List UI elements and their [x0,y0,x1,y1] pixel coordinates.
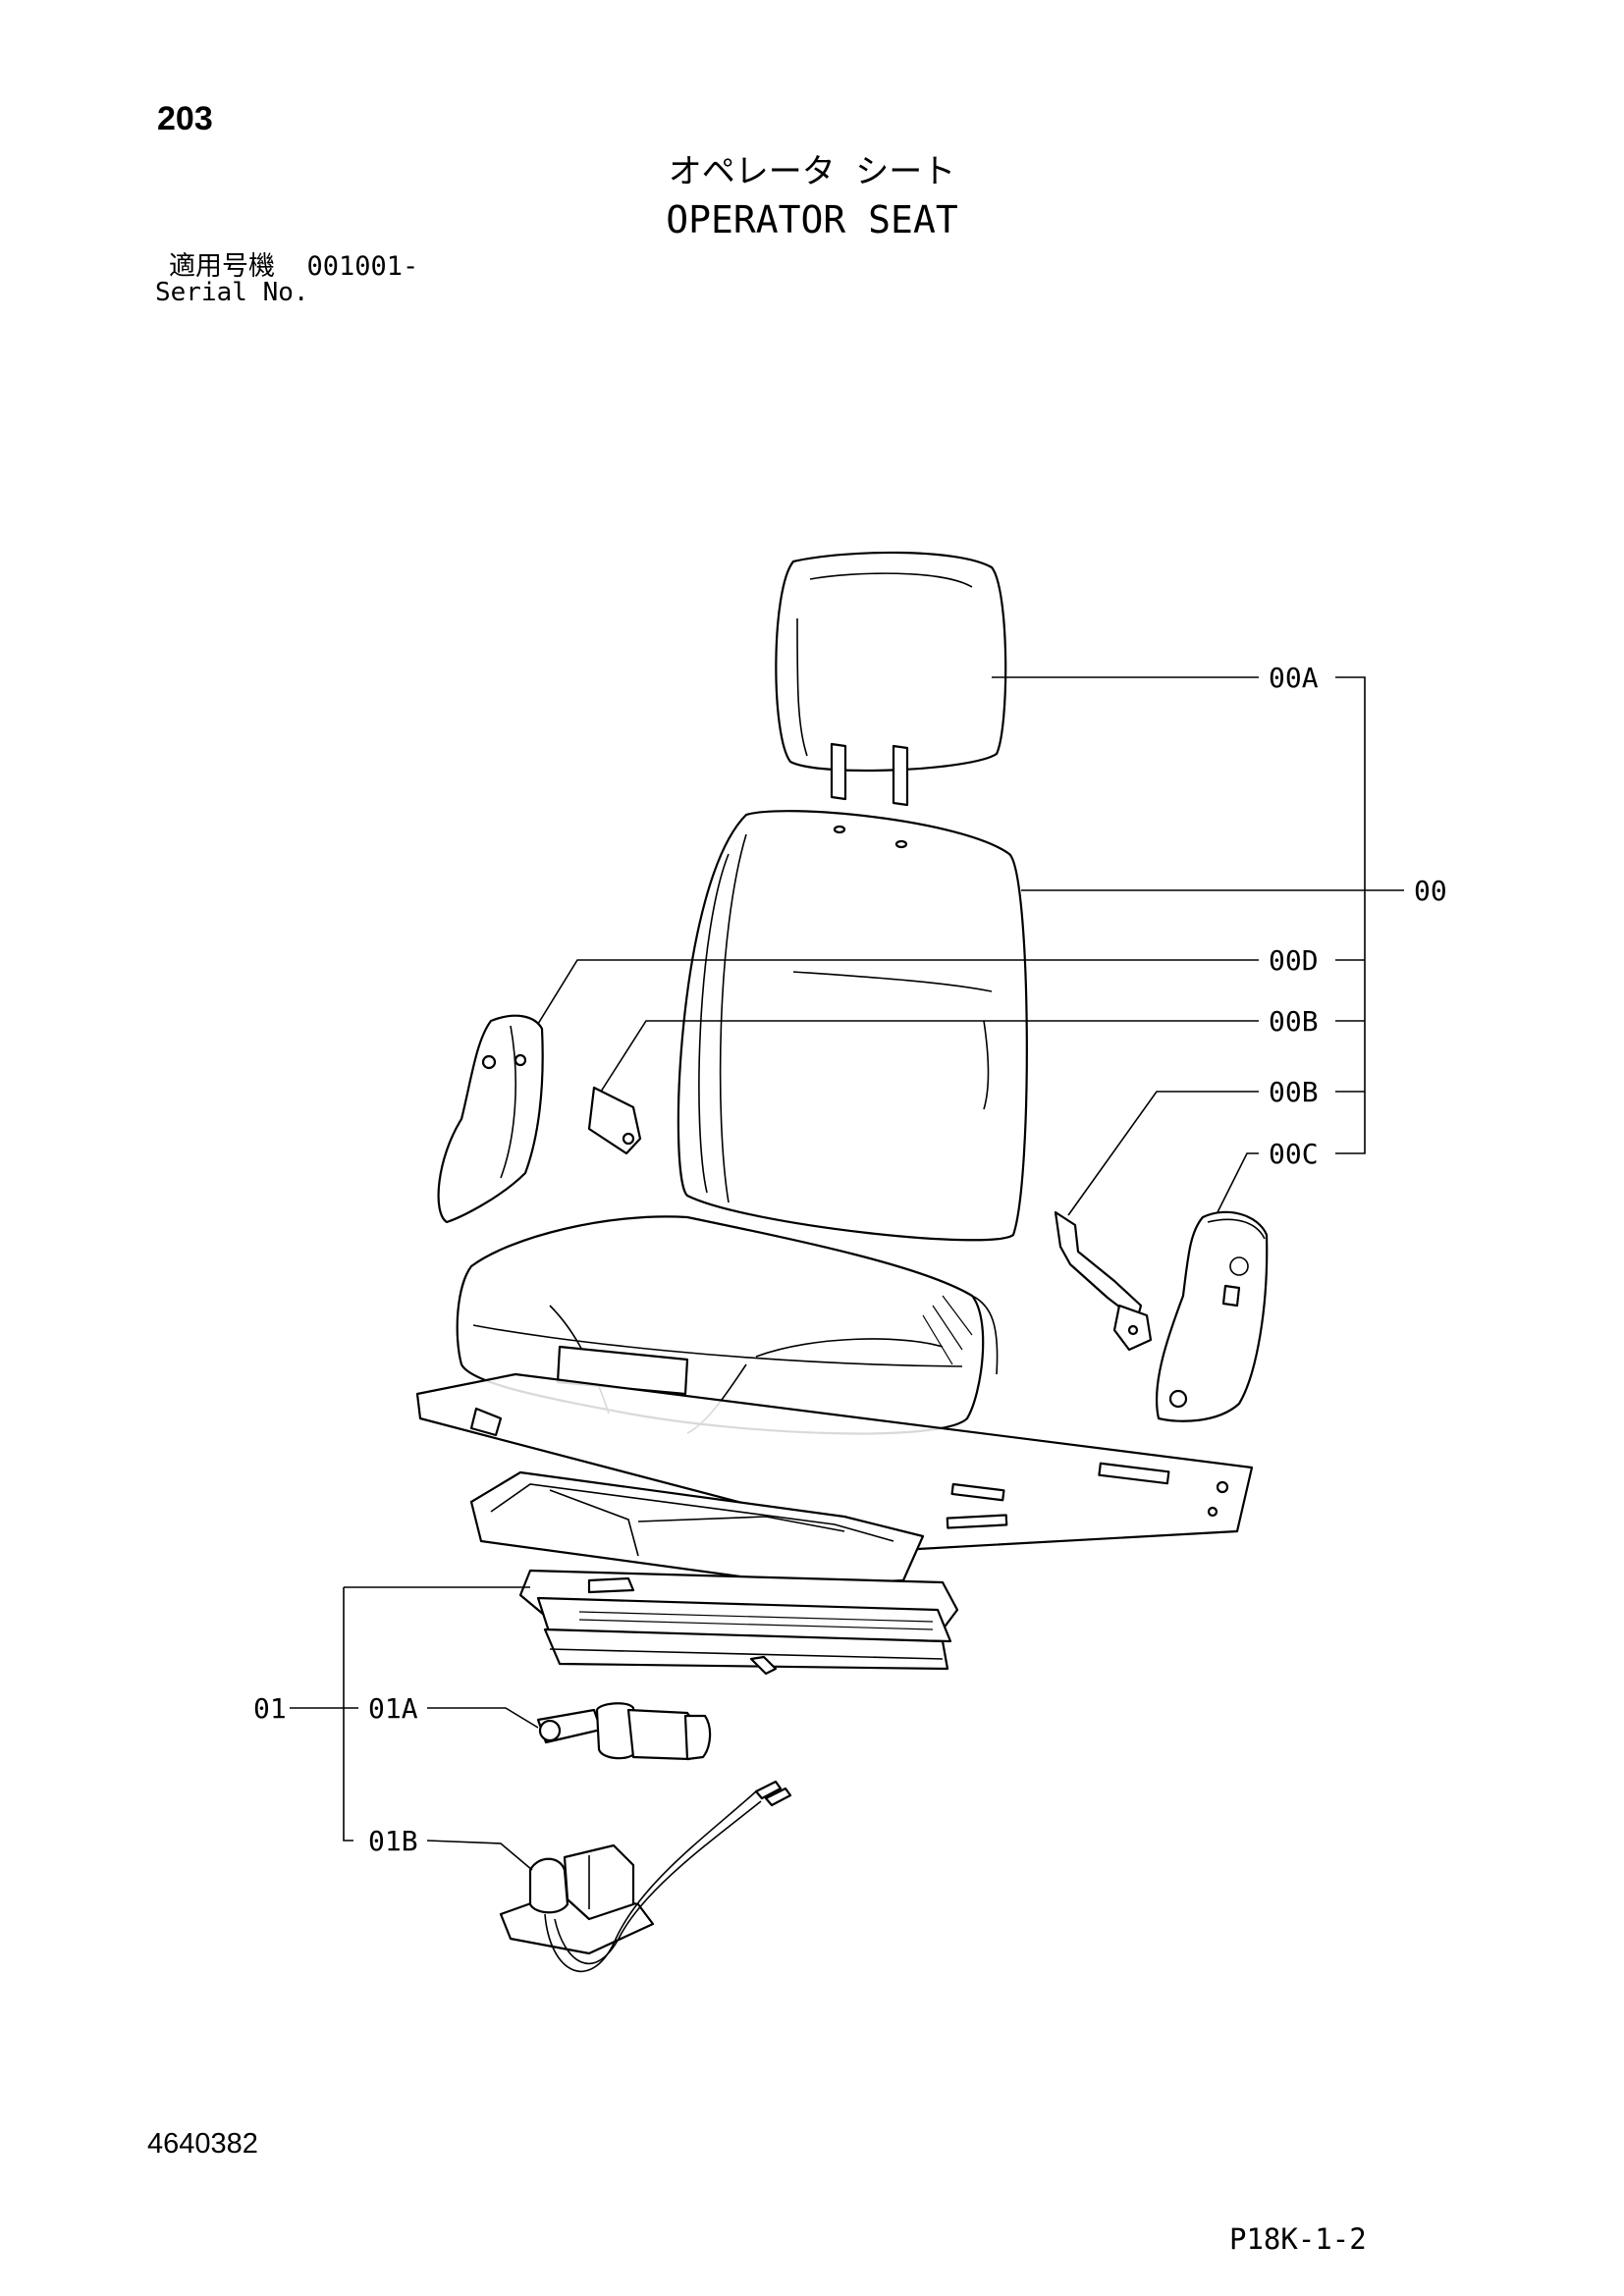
callout-01A: 01A [368,1692,418,1725]
right-side-cover-part[interactable] [1155,1210,1269,1422]
callout-00: 00 [1414,875,1447,907]
left-side-cover-part[interactable] [437,1014,544,1224]
callout-00B-left: 00B [1269,1005,1319,1038]
serial-value: 001001- [306,251,419,282]
serial-applicability: 適用号機 001001- [169,253,418,280]
compressor-valve-part[interactable] [499,1780,792,1973]
air-cylinder-part[interactable] [536,1702,712,1761]
callout-leader-lines [290,676,1404,1871]
callout-00A: 00A [1269,662,1319,694]
page-code: P18K-1-2 [1229,2222,1367,2256]
page-number: 203 [157,100,213,137]
title-english: OPERATOR SEAT [666,198,958,241]
headrest-part[interactable] [775,551,1007,807]
seat-cushion-part[interactable] [456,1215,999,1435]
left-seatbelt-buckle-part[interactable] [587,1086,642,1155]
callout-00B-right: 00B [1269,1076,1319,1108]
suspension-unit-part[interactable] [469,1470,959,1676]
callout-00D: 00D [1269,944,1319,977]
callout-01: 01 [253,1692,287,1725]
serial-label-english: Serial No. [155,278,309,307]
callout-00C: 00C [1269,1138,1319,1170]
drawing-number: 4640382 [147,2128,258,2160]
title-japanese: オペレータ シート [668,152,956,191]
seat-backrest-part[interactable] [677,810,1028,1242]
mounting-plate-part[interactable] [415,1372,1254,1551]
right-seatbelt-part[interactable] [1054,1210,1153,1352]
serial-label-japanese: 適用号機 [169,251,275,282]
callout-01B: 01B [368,1825,418,1857]
